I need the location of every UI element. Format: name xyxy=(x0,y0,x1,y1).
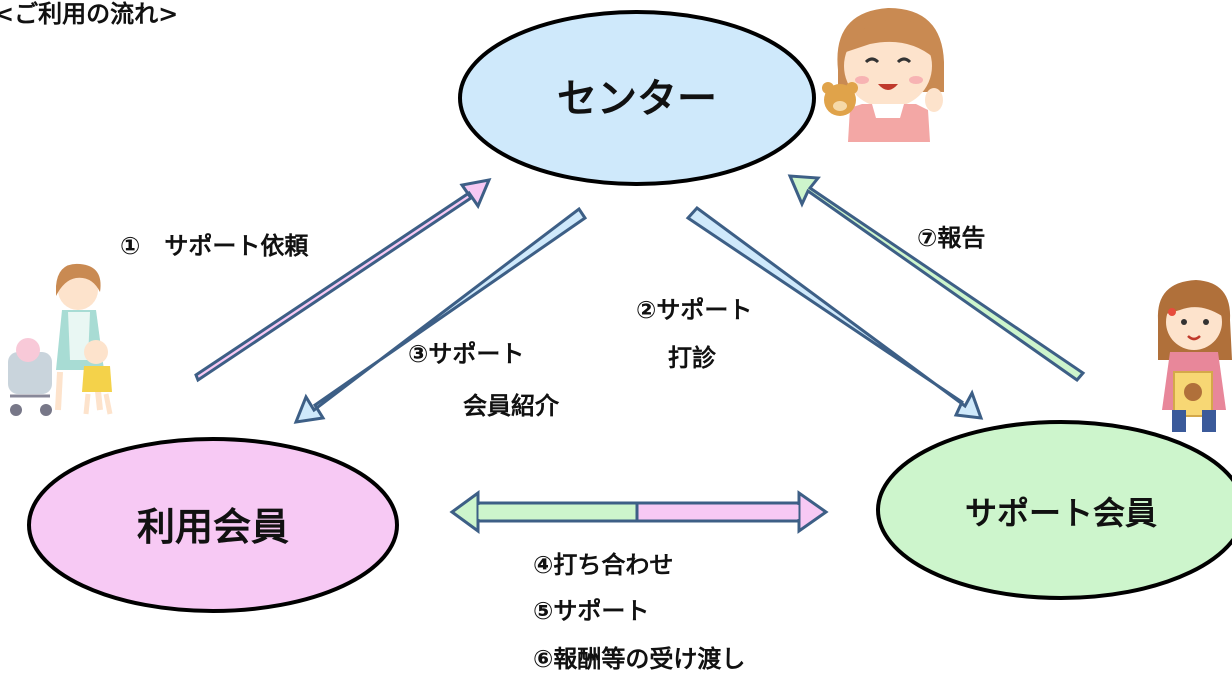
user-member-label: 利用会員 xyxy=(137,505,289,549)
arrow-introduce xyxy=(293,206,588,424)
center-node-label: センター xyxy=(557,76,717,122)
arrow-request xyxy=(194,178,492,383)
step-2-label-line1: ②サポート xyxy=(636,296,752,324)
diagram-title: <ご利用の流れ> xyxy=(0,0,178,28)
supporter-illustration xyxy=(1157,280,1232,432)
arrow-report xyxy=(787,174,1086,383)
step-3-label-line2: 会員紹介 xyxy=(463,392,560,420)
center-staff-illustration xyxy=(822,8,944,142)
user-member-node xyxy=(27,437,399,613)
support-member-label: サポート会員 xyxy=(965,494,1157,532)
step-4-label: ④打ち合わせ xyxy=(533,551,673,579)
step-7-label: ⑦報告 xyxy=(917,224,985,252)
arrow-inquire xyxy=(685,205,984,420)
center-node xyxy=(458,10,816,186)
arrow-coordination xyxy=(449,490,829,534)
step-5-label: ⑤サポート xyxy=(533,597,649,625)
step-6-label: ⑥報酬等の受け渡し xyxy=(533,645,745,673)
step-1-label: ① サポート依頼 xyxy=(120,232,309,260)
step-3-label-line1: ③サポート xyxy=(408,340,524,368)
support-member-node xyxy=(876,420,1232,600)
user-mother-illustration xyxy=(8,263,113,416)
step-2-label-line2: 打診 xyxy=(668,344,717,372)
